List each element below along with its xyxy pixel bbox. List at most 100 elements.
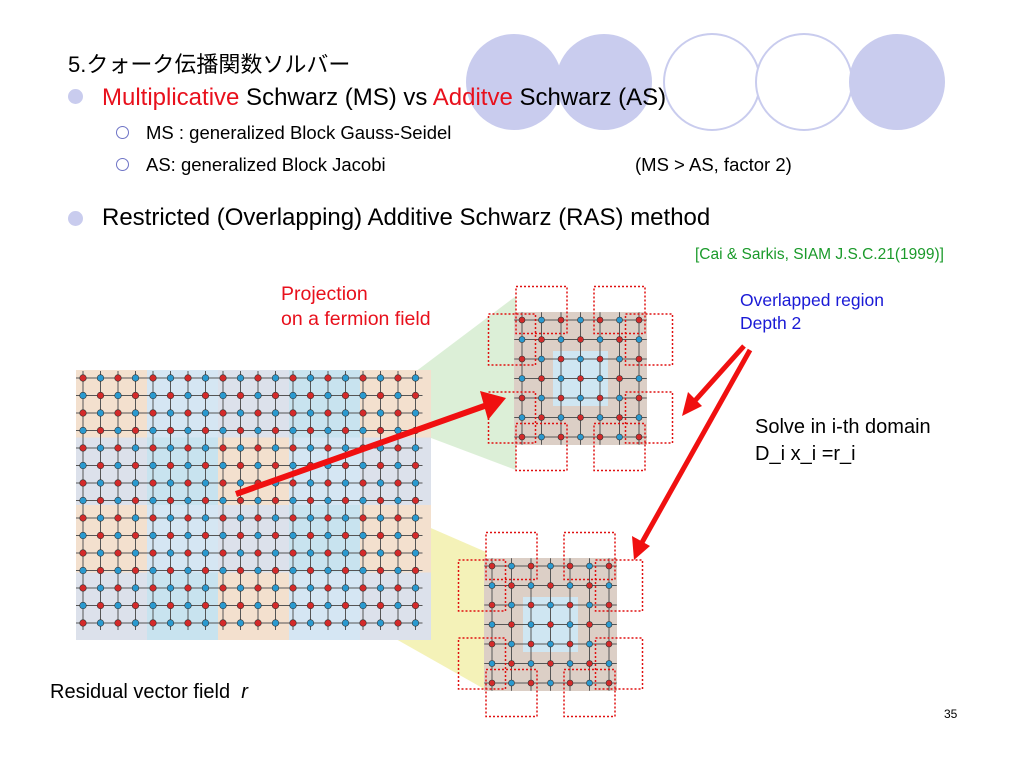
site-red — [289, 549, 297, 557]
site-blue — [114, 391, 122, 400]
site-blue — [271, 514, 280, 522]
site-blue — [236, 374, 245, 382]
site-red — [359, 479, 367, 487]
site-blue — [411, 374, 420, 382]
site-blue — [184, 391, 192, 400]
site-red — [236, 461, 245, 470]
site-blue — [289, 531, 297, 540]
sub-bullet-icon — [116, 158, 129, 171]
site-blue — [616, 433, 623, 441]
site-blue — [376, 409, 385, 417]
site-blue — [131, 549, 140, 557]
site-red — [96, 496, 105, 505]
site-blue — [341, 409, 350, 417]
site-blue — [79, 566, 87, 575]
site-blue — [306, 584, 315, 592]
site-blue — [79, 426, 87, 435]
site-red — [149, 549, 157, 557]
site-red — [289, 374, 297, 382]
multiplicative-text: Multiplicative — [102, 84, 240, 111]
domain-lattice-bottom — [457, 531, 644, 718]
site-blue — [538, 433, 545, 441]
site-red — [394, 619, 402, 627]
site-red — [324, 584, 332, 592]
site-blue — [149, 531, 157, 540]
site-blue — [254, 601, 262, 610]
site-blue — [341, 584, 350, 592]
site-blue — [586, 640, 593, 648]
site-blue — [166, 479, 175, 487]
site-red — [184, 619, 192, 627]
site-blue — [635, 336, 643, 343]
site-red — [557, 355, 565, 363]
site-red — [271, 461, 280, 470]
site-blue — [376, 374, 385, 382]
site-blue — [289, 601, 297, 610]
sub-bullet-icon — [116, 126, 129, 139]
site-blue — [289, 496, 297, 505]
site-red — [324, 444, 332, 452]
site-red — [341, 426, 350, 435]
site-red — [271, 531, 280, 540]
site-blue — [236, 619, 245, 627]
site-red — [96, 391, 105, 400]
site-blue — [508, 640, 515, 648]
site-blue — [394, 601, 402, 610]
site-red — [166, 391, 175, 400]
site-red — [306, 391, 315, 400]
site-red — [359, 619, 367, 627]
site-blue — [131, 584, 140, 592]
domain-lattice-top — [487, 285, 674, 472]
site-blue — [114, 601, 122, 610]
site-red — [341, 601, 350, 610]
site-red — [508, 582, 515, 589]
site-red — [236, 391, 245, 400]
domain-block — [360, 505, 431, 573]
site-blue — [289, 461, 297, 470]
site-blue — [324, 531, 332, 540]
site-blue — [376, 549, 385, 557]
site-red — [376, 461, 385, 470]
site-blue — [254, 461, 262, 470]
site-red — [635, 394, 643, 402]
site-red — [411, 391, 420, 400]
site-blue — [547, 679, 554, 687]
site-blue — [616, 355, 623, 363]
site-blue — [254, 391, 262, 400]
site-blue — [508, 562, 515, 570]
site-red — [616, 375, 623, 382]
site-blue — [271, 374, 280, 382]
site-blue — [96, 619, 105, 627]
site-blue — [114, 531, 122, 540]
site-red — [324, 514, 332, 522]
site-blue — [114, 461, 122, 470]
site-blue — [518, 336, 526, 343]
site-red — [79, 549, 87, 557]
site-red — [219, 514, 227, 522]
site-red — [271, 426, 280, 435]
site-blue — [289, 426, 297, 435]
site-red — [149, 619, 157, 627]
site-red — [605, 601, 613, 609]
site-red — [289, 479, 297, 487]
site-blue — [149, 391, 157, 400]
site-blue — [306, 374, 315, 382]
site-red — [289, 584, 297, 592]
site-blue — [271, 619, 280, 627]
sub-bullet-ms: MS : generalized Block Gauss-Seidel — [146, 122, 452, 143]
site-red — [577, 414, 584, 421]
site-red — [201, 496, 210, 505]
site-red — [254, 584, 262, 592]
site-red — [79, 479, 87, 487]
site-blue — [508, 601, 515, 609]
site-red — [306, 496, 315, 505]
site-red — [114, 409, 122, 417]
site-red — [79, 514, 87, 522]
overlap-region-box — [485, 668, 538, 718]
site-blue — [219, 601, 227, 610]
projection-label: Projection on a fermion field — [281, 282, 431, 332]
site-red — [114, 584, 122, 592]
page-number: 35 — [944, 707, 958, 721]
site-red — [254, 409, 262, 417]
site-red — [411, 496, 420, 505]
